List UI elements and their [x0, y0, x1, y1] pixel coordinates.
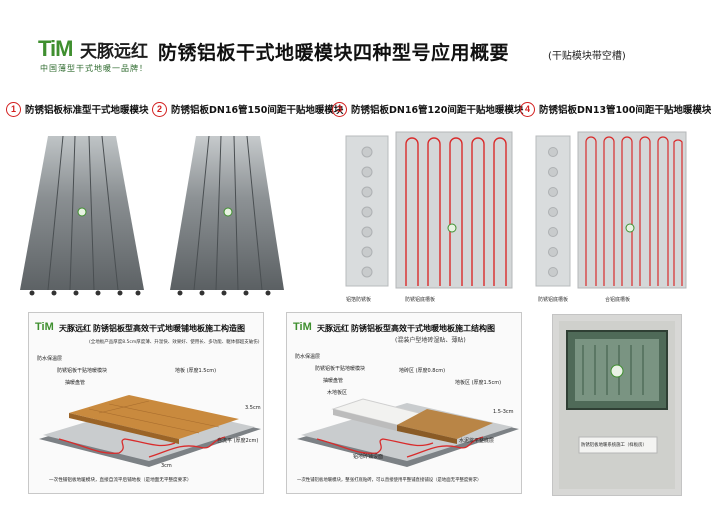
label-waterproof: 防水保温层	[295, 354, 321, 360]
panel4-right-caption: 合铝底槽板	[605, 297, 631, 303]
number-badge: 2	[152, 101, 167, 117]
label-pipe: 抽暖盘管	[323, 378, 344, 384]
box-logo-mark: TiM	[293, 321, 312, 333]
diagram-note: 一次性铺铝板地暖模块，整张打底贴砖，可以直接使用平整铺直接铺设（是地面无平整度要…	[297, 478, 482, 483]
model-heading-2: 2 防锈铝板DN16管150间距干贴地暖模块	[152, 100, 343, 118]
diagram-title: 防锈铝板型高效干式地暖地板施工结构图	[351, 324, 495, 333]
model-label: 防锈铝板DN16管150间距干贴地暖模块	[171, 105, 344, 116]
tile-layers-illustration	[297, 398, 519, 467]
label-floor-area: 地板区 (厚度1.5cm)	[455, 380, 502, 386]
slogan: 中国薄型干式地暖一品牌！	[40, 64, 148, 73]
label-floorboard: 地板 (厚度1.5cm)	[175, 368, 217, 374]
number-badge: 3	[332, 101, 347, 117]
model-heading-4: 4 防锈铝板DN13管100间距干贴地暖模块	[520, 100, 711, 118]
diagram-note: 一次性铺铝板地暖模块，直接自流平后铺地板（是地面无平整度要求）	[49, 478, 192, 483]
label-module: 防锈铝板干贴地暖模块	[57, 368, 108, 374]
logo-brand-name: 天豚远红	[80, 42, 148, 62]
model-heading-3: 3 防锈铝板DN16管120间距干贴地暖模块	[332, 100, 523, 118]
box-logo-name: 天豚远红	[317, 324, 349, 333]
label-wood-area: 木地板区	[327, 390, 348, 396]
diagram-subtitle: (全地板产品厚度8.5cm厚度薄、升温快、效果好、使用长、多功能、躯体都超支破伤…	[89, 340, 260, 345]
model-label: 防锈铝板DN13管100间距干贴地暖模块	[539, 105, 711, 116]
box-logo-name: 天豚远红	[59, 324, 91, 333]
floor-construction-diagram: TiM 天豚远红 防锈铝板型高效干式地暖铺地板施工构造图 (全地板产品厚度8.5…	[28, 312, 264, 494]
page-subtitle: (干贴模块带空槽)	[548, 51, 626, 62]
label-thickness-3: 3cm	[161, 463, 172, 469]
dn13-100-module-image	[535, 131, 687, 289]
dn16-150-module-image	[170, 135, 284, 296]
label-module: 防锈铝板干贴地暖模块	[315, 366, 366, 372]
floor-layers-illustration	[39, 395, 261, 467]
diagram-subtitle: (混装户型地砖湿贴、薄贴)	[395, 337, 466, 344]
panel4-left-caption: 防锈铝底槽板	[538, 297, 569, 303]
logo-mark: TiM	[38, 36, 73, 61]
standard-module-image	[20, 135, 144, 296]
label-waterproof: 防水保温层	[37, 356, 63, 362]
label-thickness-3-5: 3.5cm	[245, 405, 261, 411]
number-badge: 1	[6, 101, 21, 117]
box-logo-mark: TiM	[35, 321, 54, 333]
model-label: 防锈铝板标准型干式地暖模块	[25, 105, 149, 116]
tile-construction-diagram: TiM 天豚远红 防锈铝板型高效干式地暖地板施工结构图 (混装户型地砖湿贴、薄贴…	[286, 312, 522, 494]
sample-photo: 防锈铝板地暖系统施工（样板房）	[552, 314, 682, 496]
panel3-right-caption: 防锈铝底槽板	[405, 297, 436, 303]
sample-box-illustration	[559, 321, 675, 489]
panel3-left-caption: 铝箔防锈板	[346, 297, 372, 303]
label-leveling: 自流平 (厚度2cm)	[217, 438, 259, 444]
sample-plate-text: 防锈铝板地暖系统施工（样板房）	[581, 443, 647, 448]
page-title: 防锈铝板干式地暖模块四种型号应用概要	[158, 42, 510, 64]
number-badge: 4	[520, 101, 535, 117]
model-label: 防锈铝板DN16管120间距干贴地暖模块	[351, 105, 524, 116]
diagram-title: 防锈铝板型高效干式地暖铺地板施工构造图	[93, 324, 245, 333]
label-thickness: 1.5-3cm	[493, 409, 514, 415]
dn16-120-module-image	[345, 131, 513, 289]
label-cement: 水泥浆平整底层	[459, 438, 495, 444]
label-tile-area: 地砖区 (厚度0.8cm)	[399, 368, 446, 374]
model-heading-1: 1 防锈铝板标准型干式地暖模块	[6, 100, 149, 118]
label-pipe: 抽暖盘管	[65, 380, 86, 386]
label-tile-surface: 铝地砖铺设面	[353, 454, 384, 460]
